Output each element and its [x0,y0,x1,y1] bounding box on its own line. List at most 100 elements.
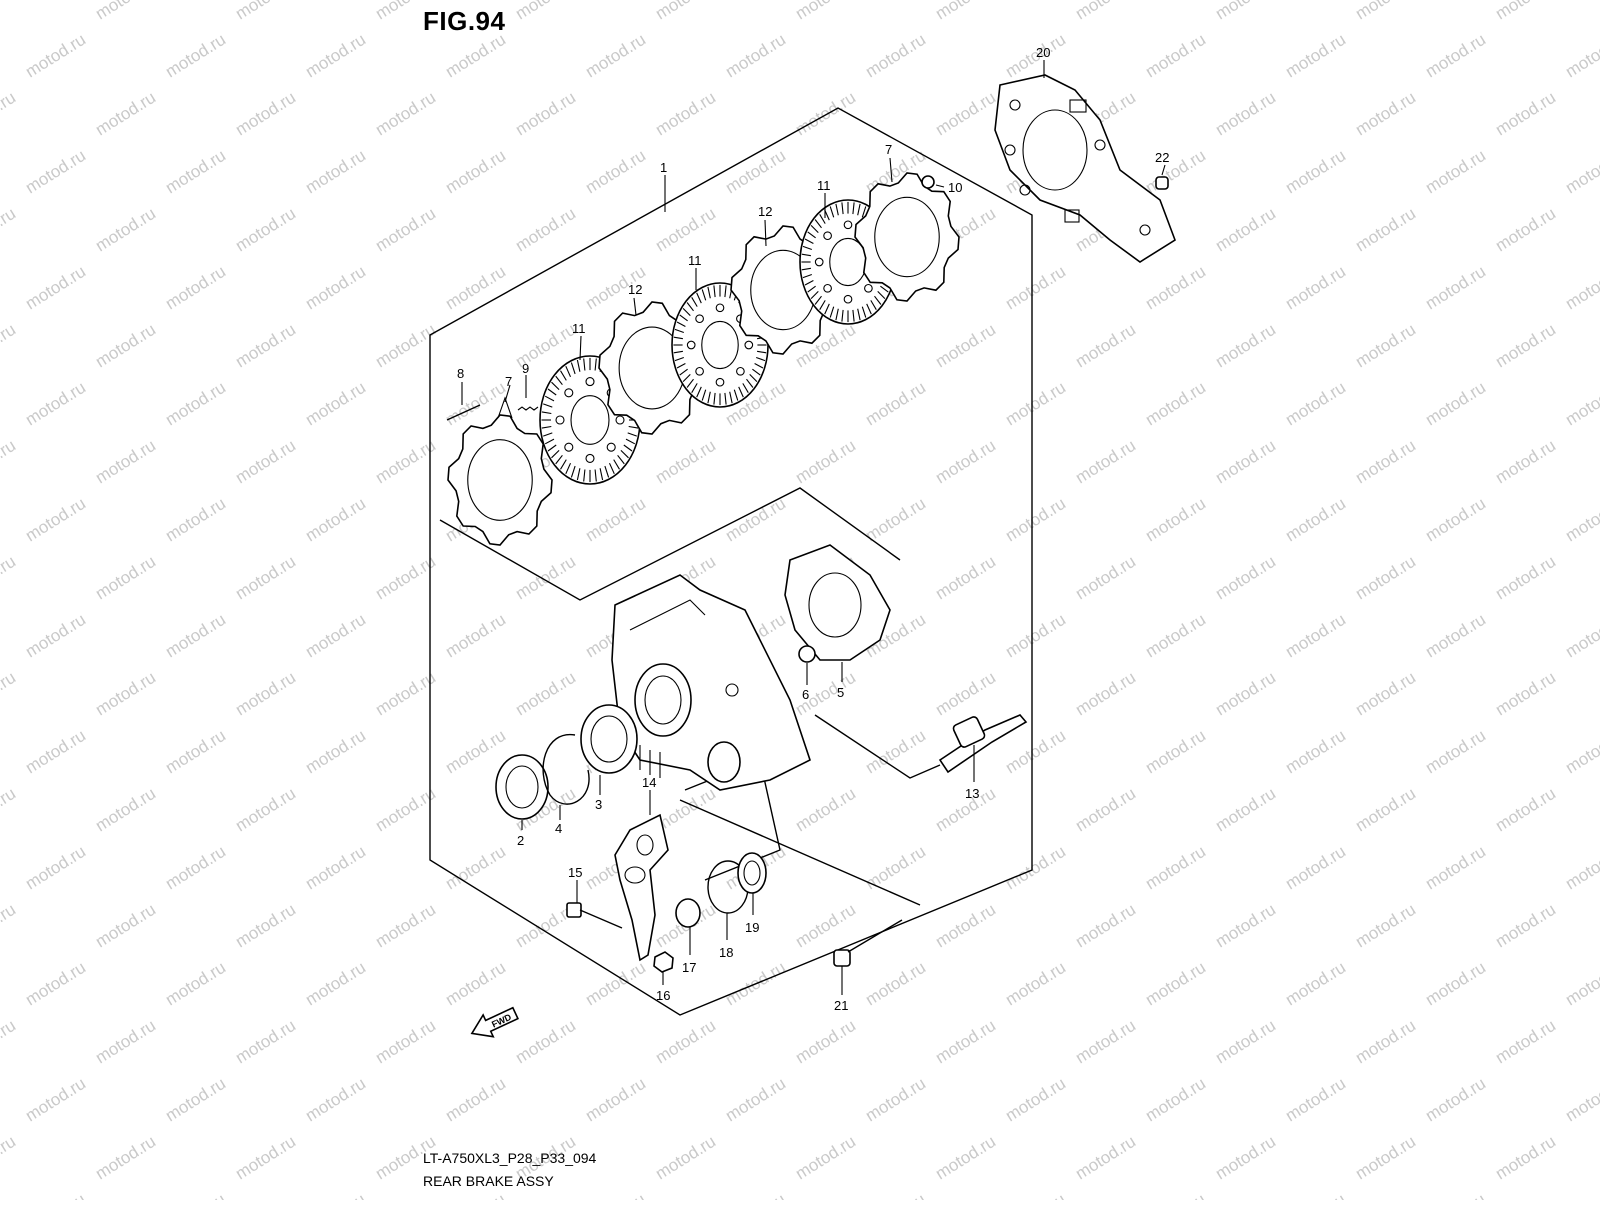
watermark-text: motod.ru [1002,610,1069,662]
watermark-text: motod.ru [232,204,299,256]
watermark-text: motod.ru [1212,1132,1279,1184]
watermark-text: motod.ru [1072,320,1139,372]
clutch-pack-bracket [439,487,901,601]
gasket-hole [1139,224,1151,236]
callout-13: 13 [965,786,979,801]
watermark-text: motod.ru [232,1132,299,1184]
watermark-text: motod.ru [92,88,159,140]
watermark-text: motod.ru [1352,88,1419,140]
watermark-text: motod.ru [1282,30,1349,82]
watermark-text: motod.ru [302,262,369,314]
watermark-text: motod.ru [92,784,159,836]
callout-11-left: 11 [572,321,586,336]
callout-10: 10 [948,180,962,195]
watermark-text: motod.ru [932,668,999,720]
watermark-text: motod.ru [1072,552,1139,604]
watermark-text: motod.ru [512,0,579,23]
watermark-text: motod.ru [1352,436,1419,488]
watermark-text: motod.ru [0,88,19,140]
watermark-text: motod.ru [0,204,19,256]
gasket-slot [1064,209,1080,223]
watermark-text: motod.ru [1002,1074,1069,1126]
watermark-text: motod.ru [652,436,719,488]
watermark-text: motod.ru [1422,1190,1489,1200]
watermark-text: motod.ru [512,88,579,140]
watermark-text: motod.ru [1282,1074,1349,1126]
watermark-text: motod.ru [0,320,19,372]
watermark-text: motod.ru [792,784,859,836]
watermark-text: motod.ru [1142,494,1209,546]
pin-22 [1155,176,1169,190]
watermark-text: motod.ru [302,842,369,894]
watermark-text: motod.ru [442,610,509,662]
watermark-text: motod.ru [1072,1132,1139,1184]
watermark-text: motod.ru [372,1016,439,1068]
watermark-text: motod.ru [92,1016,159,1068]
watermark-text: motod.ru [1142,262,1209,314]
watermark-text: motod.ru [162,726,229,778]
watermark-text: motod.ru [652,88,719,140]
watermark-text: motod.ru [722,1190,789,1200]
watermark-text: motod.ru [1352,1132,1419,1184]
watermark-text: motod.ru [302,1074,369,1126]
watermark-text: motod.ru [1002,958,1069,1010]
watermark-text: motod.ru [0,552,19,604]
fwd-arrow: FWD [470,1006,519,1038]
callout-15: 15 [568,865,582,880]
watermark-text: motod.ru [1282,262,1349,314]
watermark-text: motod.ru [302,1190,369,1200]
watermark-text: motod.ru [1072,436,1139,488]
gasket-hole [1019,184,1031,196]
watermark-text: motod.ru [0,784,19,836]
watermark-text: motod.ru [1072,668,1139,720]
watermark-text: motod.ru [232,552,299,604]
watermark-text: motod.ru [582,958,649,1010]
watermark-text: motod.ru [1142,1074,1209,1126]
watermark-text: motod.ru [442,1074,509,1126]
watermark-text: motod.ru [1492,436,1559,488]
watermark-text: motod.ru [1072,1016,1139,1068]
bolt-15 [566,902,623,929]
plate-7-lower [447,414,553,546]
watermark-text: motod.ru [1142,726,1209,778]
watermark-text: motod.ru [1562,842,1600,894]
watermark-text: motod.ru [512,552,579,604]
callout-16: 16 [656,988,670,1003]
watermark-text: motod.ru [792,900,859,952]
callout-12-right: 12 [758,204,772,219]
callout-4: 4 [555,821,562,836]
ball-6 [798,645,816,663]
watermark-text: motod.ru [442,842,509,894]
watermark-text: motod.ru [162,842,229,894]
watermark-text: motod.ru [862,494,929,546]
watermark-text: motod.ru [162,378,229,430]
gasket-hole [1094,139,1106,151]
watermark-text: motod.ru [1492,784,1559,836]
watermark-text: motod.ru [442,146,509,198]
callout-19: 19 [745,920,759,935]
watermark-text: motod.ru [582,494,649,546]
watermark-text: motod.ru [0,1132,19,1184]
watermark-text: motod.ru [582,1074,649,1126]
watermark-text: motod.ru [1422,494,1489,546]
watermark-text: motod.ru [1562,262,1600,314]
watermark-text: motod.ru [1492,204,1559,256]
watermark-text: motod.ru [302,610,369,662]
watermark-text: motod.ru [1422,1074,1489,1126]
callout-20: 20 [1036,45,1050,60]
watermark-text: motod.ru [92,1132,159,1184]
watermark-text: motod.ru [0,436,19,488]
watermark-text: motod.ru [0,668,19,720]
watermark-text: motod.ru [1072,900,1139,952]
bearing-3 [580,704,638,774]
watermark-text: motod.ru [652,0,719,23]
assembly-outline [429,107,1033,1016]
shaft-13 [938,714,1028,774]
watermark-text: motod.ru [1562,146,1600,198]
leader-lines [461,60,1166,995]
watermark-text: motod.ru [1562,494,1600,546]
watermark-text: motod.ru [582,30,649,82]
watermark-text: motod.ru [22,378,89,430]
watermark-text: motod.ru [92,204,159,256]
